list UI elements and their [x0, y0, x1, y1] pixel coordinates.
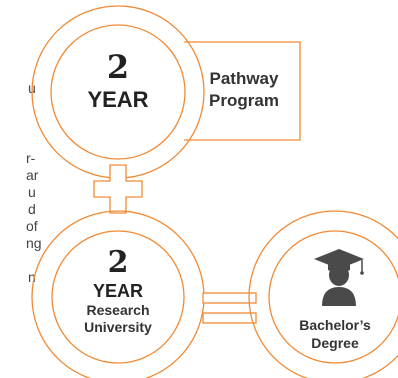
research-label-line1: Research [86, 302, 150, 318]
text-fragment: d [28, 201, 36, 217]
degree-label-line2: Degree [311, 335, 359, 351]
pathway-inner-circle [50, 24, 186, 160]
pathway-label-line1: Pathway [209, 69, 279, 88]
degree-outer-ring [248, 210, 398, 378]
text-fragment: of [26, 218, 38, 234]
equals-bar-top [202, 292, 257, 304]
text-fragment: n [28, 269, 36, 285]
pathway-label-box [184, 41, 301, 141]
pathway-label: Pathway Program [192, 68, 296, 112]
graduate-icon [314, 249, 364, 306]
degree-label: Bachelor’s Degree [285, 316, 385, 352]
research-inner-circle [51, 230, 185, 364]
equals-bar-bottom [202, 312, 257, 324]
text-fragment: r- [26, 150, 36, 166]
research-label: Research University [63, 302, 173, 336]
pathway-unit: YEAR [87, 87, 149, 112]
pathway-label-line2: Program [209, 91, 279, 110]
text-fragment: u [28, 184, 36, 200]
research-unit: YEAR [92, 281, 143, 301]
pathway-number: 2 [106, 48, 130, 86]
text-fragment: ar [26, 167, 39, 183]
text-fragment: ng [26, 235, 42, 251]
degree-label-line1: Bachelor’s [299, 317, 371, 333]
plus-icon [93, 164, 143, 214]
research-number: 2 [107, 245, 129, 280]
research-label-line2: University [84, 319, 152, 335]
